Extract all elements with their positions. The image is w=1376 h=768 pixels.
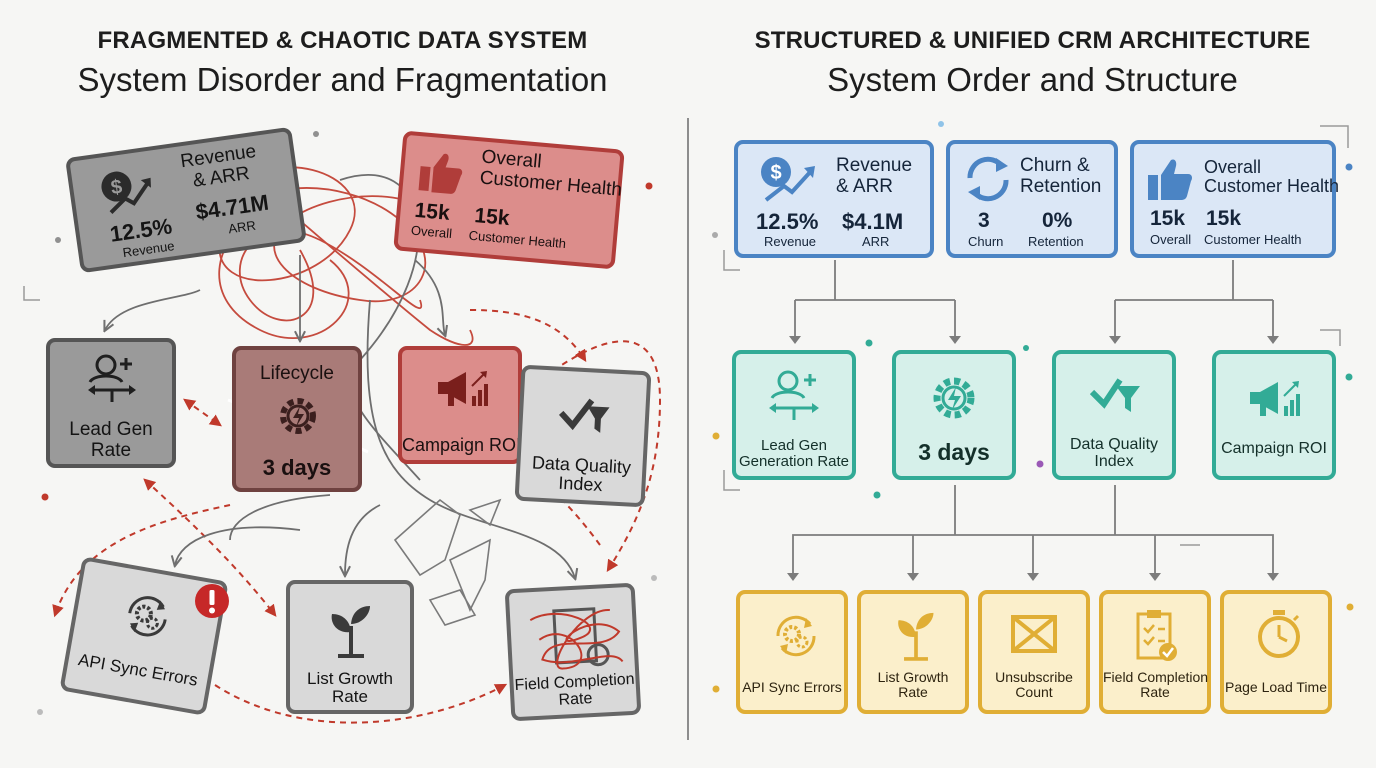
refresh-cycle-icon [967,156,1009,202]
right-churn-title: Churn &Retention [1020,155,1102,197]
left-lifecycle-card[interactable]: Lifecycle 3 days [232,346,362,492]
right-lifecycle-card[interactable]: 3 days [892,350,1016,480]
user-plus-arrows-icon [88,354,136,402]
clipboard-check-icon [1136,610,1177,661]
left-health-v1: 15k [413,198,451,225]
thumbs-up-icon [1148,159,1192,200]
right-header: STRUCTURED & UNIFIED CRM ARCHITECTURE Sy… [705,27,1360,99]
right-health-v1: 15k [1150,207,1186,230]
broken-shards [393,498,502,626]
right-revenue-v2: $4.1M [842,209,904,234]
gray-connectors [105,174,575,578]
stopwatch-icon [1258,610,1300,658]
left-subtitle: System Disorder and Fragmentation [77,61,608,98]
left-revenue-l2: ARR [227,217,257,237]
right-health-v2: 15k [1206,207,1242,230]
right-health-l1: Overall [1150,232,1192,247]
right-page-load-card[interactable]: Page Load Time [1220,590,1332,714]
check-filter-icon [1090,378,1140,412]
right-api-sync-card[interactable]: API Sync Errors [736,590,848,714]
corner-brackets [23,125,1349,546]
left-revenue-title: Revenue& ARR [179,140,258,192]
right-health-l2: Customer Health [1204,232,1302,247]
right-revenue-l2: ARR [862,234,890,249]
right-lifecycle-value: 3 days [918,439,990,465]
thumbs-up-icon [418,153,463,194]
scatter-dots [37,121,1354,715]
panel-divider [687,118,689,740]
dollar-chart-up-icon: $ [761,157,815,202]
right-churn-v2: 0% [1042,209,1073,232]
gears-sync-icon [128,596,167,637]
right-subtitle: System Order and Structure [827,61,1238,98]
svg-text:$: $ [770,162,781,184]
megaphone-chart-icon [1250,381,1300,416]
left-title: FRAGMENTED & CHAOTIC DATA SYSTEM [97,27,588,54]
megaphone-chart-icon [438,371,488,406]
tree-connectors [792,260,1274,575]
left-revenue-card[interactable]: $ Revenue& ARR 12.5% Revenue $4.71M ARR [65,126,307,274]
scribble-clipboard-icon [529,607,624,670]
gear-lightning-icon [933,377,975,419]
right-churn-l1: Churn [968,234,1004,249]
right-page-load-label: Page Load Time [1225,679,1327,695]
exclamation-alert-icon [195,584,229,618]
right-campaign-card[interactable]: Campaign ROI [1212,350,1336,480]
right-revenue-card[interactable]: $ Revenue& ARR 12.5% Revenue $4.1M ARR [734,140,934,258]
left-health-l2: Customer Health [468,227,567,252]
left-lifecycle-title: Lifecycle [260,363,334,384]
left-health-v2: 15k [473,204,511,231]
left-lifecycle-value: 3 days [262,455,332,480]
check-filter-icon [558,398,610,433]
right-revenue-title: Revenue& ARR [836,155,913,197]
dollar-chart-up-icon: $ [101,171,151,214]
right-api-sync-label: API Sync Errors [742,679,842,695]
svg-text:$: $ [110,176,124,199]
right-churn-v1: 3 [978,209,990,232]
sprout-icon [331,606,370,658]
sprout-icon [898,612,934,661]
left-api-sync-label: API Sync Errors [76,650,200,690]
gear-lightning-icon [280,398,316,434]
right-campaign-label: Campaign ROI [1221,440,1327,457]
right-churn-l2: Retention [1028,234,1084,249]
left-campaign-label: Campaign ROI [402,435,522,455]
left-revenue-v2: $4.71M [194,189,271,225]
left-header: FRAGMENTED & CHAOTIC DATA SYSTEM System … [20,27,665,99]
right-revenue-l1: Revenue [764,234,817,249]
gears-sync-icon [776,615,816,657]
envelope-x-icon [1011,615,1057,653]
user-plus-arrows-icon [769,370,819,420]
left-api-sync-card[interactable]: API Sync Errors [59,556,229,716]
right-revenue-v1: 12.5% [756,209,819,234]
right-title: STRUCTURED & UNIFIED CRM ARCHITECTURE [754,27,1311,54]
right-churn-card[interactable]: Churn &Retention 3 Churn 0% Retention [946,140,1118,258]
left-health-l1: Overall [410,222,453,242]
left-campaign-card[interactable]: Campaign ROI [398,346,522,464]
